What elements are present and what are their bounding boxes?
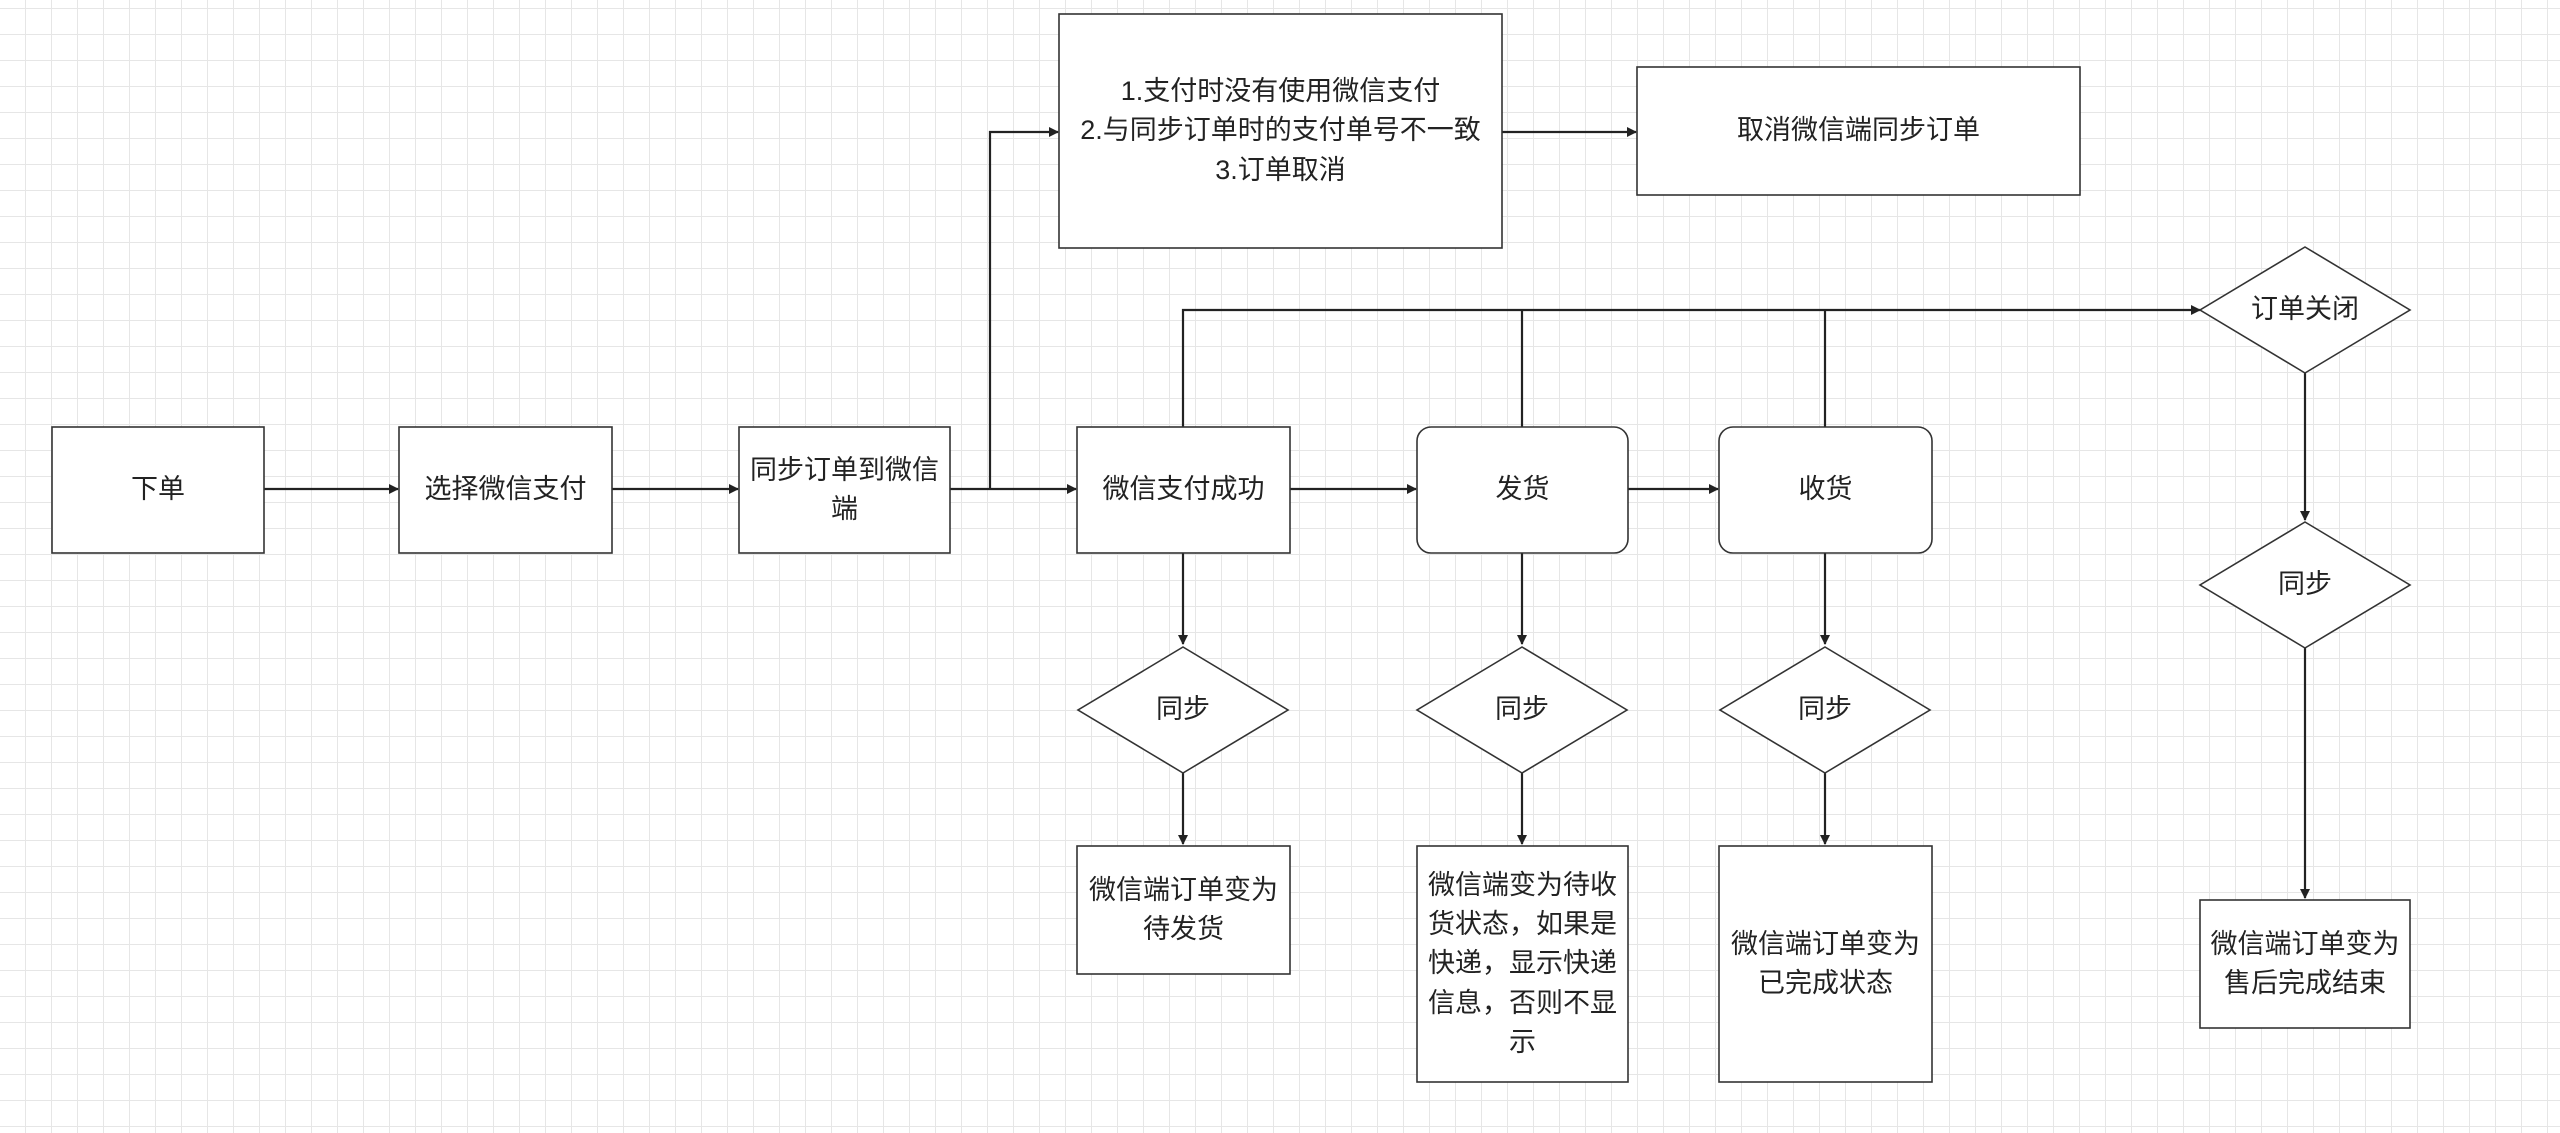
node-order-box[interactable] xyxy=(51,426,265,554)
node-sync-order-box[interactable] xyxy=(738,426,951,554)
sync-order-label: 同步订单到微信端 xyxy=(739,427,950,553)
node-receive-box[interactable] xyxy=(1718,426,1933,554)
cancel-condition-1: 1.支付时没有使用微信支付 xyxy=(1120,76,1441,107)
arrow-to-order-closed xyxy=(1181,305,2201,427)
result-receive-text: 微信端订单变为已完成状态 xyxy=(1731,928,1920,998)
receive-text: 收货 xyxy=(1798,474,1853,505)
result-receive-label: 微信端订单变为已完成状态 xyxy=(1719,846,1932,1082)
pay-success-text: 微信支付成功 xyxy=(1102,474,1265,505)
cancel-condition-3: 3.订单取消 xyxy=(1215,154,1346,185)
cancel-condition-2: 2.与同步订单时的支付单号不一致 xyxy=(1080,115,1481,146)
cancel-sync-text: 取消微信端同步订单 xyxy=(1737,115,1980,146)
node-order-closed-diamond[interactable] xyxy=(2198,246,2412,374)
sync-ship-text: 同步 xyxy=(1495,694,1549,725)
node-pay-success-box[interactable] xyxy=(1076,426,1291,554)
node-sync-pay-diamond[interactable] xyxy=(1076,646,1290,774)
pay-success-label: 微信支付成功 xyxy=(1077,427,1290,553)
node-choose-pay-box[interactable] xyxy=(398,426,613,554)
order-label: 下单 xyxy=(52,427,264,553)
choose-pay-text: 选择微信支付 xyxy=(424,474,587,505)
result-close-label: 微信端订单变为售后完成结束 xyxy=(2200,900,2410,1028)
sync-ship-label: 同步 xyxy=(1417,647,1627,773)
order-text: 下单 xyxy=(131,474,185,505)
node-ship-box[interactable] xyxy=(1416,426,1629,554)
node-sync-close-diamond[interactable] xyxy=(2198,521,2412,649)
sync-receive-text: 同步 xyxy=(1798,694,1852,725)
order-closed-label: 订单关闭 xyxy=(2200,247,2410,373)
result-ship-label: 微信端变为待收货状态，如果是快递，显示快递信息，否则不显示 xyxy=(1417,846,1628,1082)
result-ship-text: 微信端变为待收货状态，如果是快递，显示快递信息，否则不显示 xyxy=(1428,870,1617,1057)
node-shapes xyxy=(51,13,2412,1083)
node-result-pay-box[interactable] xyxy=(1076,845,1291,975)
node-sync-receive-diamond[interactable] xyxy=(1718,646,1932,774)
node-cancel-conditions-box[interactable] xyxy=(1058,13,1503,249)
sync-close-label: 同步 xyxy=(2200,522,2410,648)
ship-label: 发货 xyxy=(1417,427,1628,553)
node-result-close-box[interactable] xyxy=(2199,899,2411,1029)
connectors xyxy=(264,127,2310,899)
receive-label: 收货 xyxy=(1719,427,1932,553)
sync-pay-label: 同步 xyxy=(1078,647,1288,773)
node-result-receive-box[interactable] xyxy=(1718,845,1933,1083)
node-cancel-sync-box[interactable] xyxy=(1636,66,2081,196)
result-pay-label: 微信端订单变为待发货 xyxy=(1077,846,1290,974)
sync-order-text: 同步订单到微信端 xyxy=(750,454,939,524)
order-closed-text: 订单关闭 xyxy=(2251,294,2359,325)
result-close-text: 微信端订单变为售后完成结束 xyxy=(2210,928,2400,998)
cancel-sync-label: 取消微信端同步订单 xyxy=(1637,67,2080,195)
arrow-sync-to-cancel-conditions xyxy=(988,127,1059,489)
node-sync-ship-diamond[interactable] xyxy=(1415,646,1629,774)
result-pay-text: 微信端订单变为待发货 xyxy=(1089,874,1278,944)
sync-pay-text: 同步 xyxy=(1156,694,1210,725)
node-result-ship-box[interactable] xyxy=(1416,845,1629,1083)
choose-pay-label: 选择微信支付 xyxy=(399,427,612,553)
sync-receive-label: 同步 xyxy=(1720,647,1930,773)
ship-text: 发货 xyxy=(1495,474,1550,505)
sync-close-text: 同步 xyxy=(2278,569,2332,600)
cancel-conditions-label: 1.支付时没有使用微信支付 2.与同步订单时的支付单号不一致 3.订单取消 xyxy=(1059,14,1502,248)
